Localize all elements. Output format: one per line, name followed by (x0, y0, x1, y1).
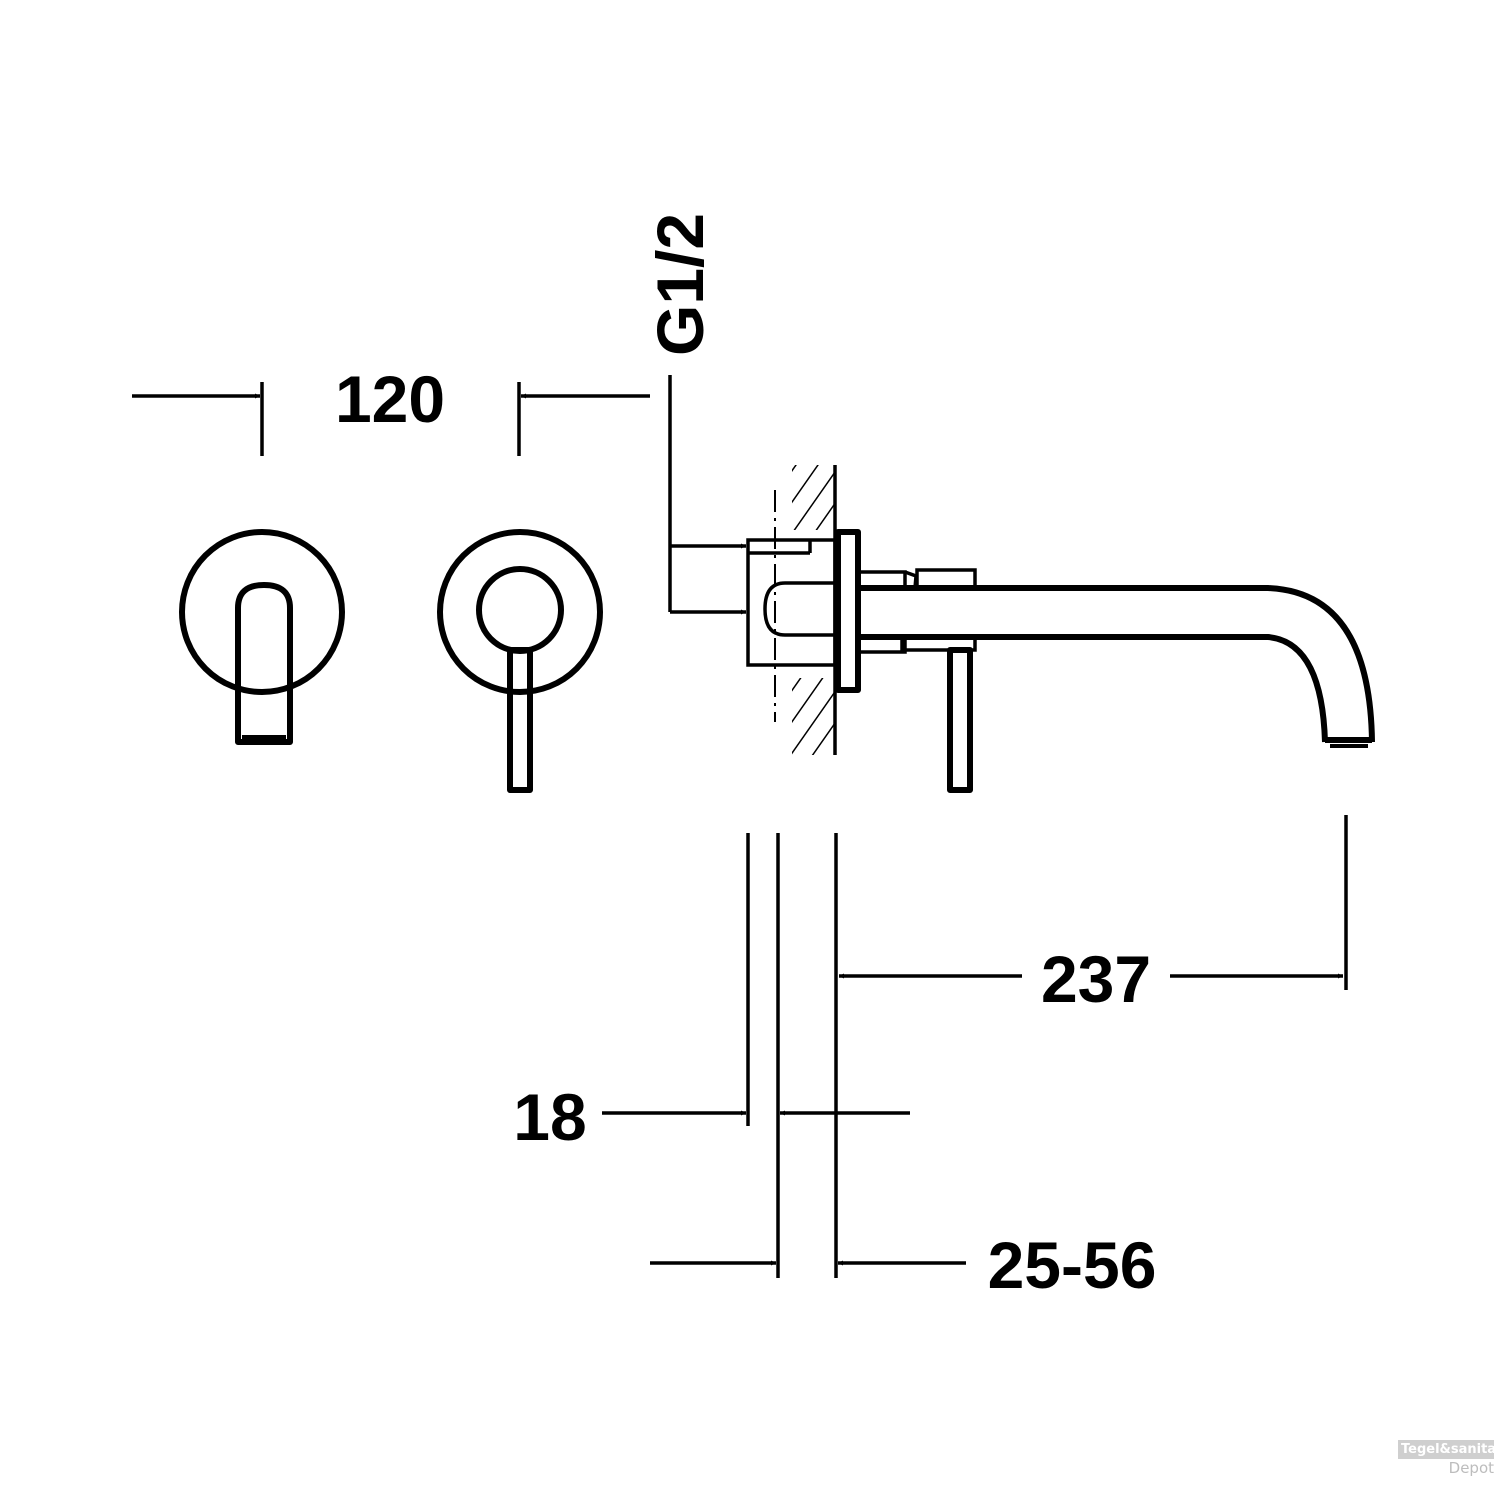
dimension-18-label: 18 (513, 1080, 586, 1154)
watermark-logo: Tegel&sanitair Depot (1398, 1440, 1500, 1496)
thread-size-label: G1/2 (643, 213, 717, 356)
extension-lines (746, 815, 1348, 1278)
watermark-line1: Tegel&sanitair (1398, 1440, 1500, 1459)
dimension-237-label: 237 (1041, 942, 1151, 1016)
watermark-line2: Depot (1448, 1459, 1494, 1477)
side-view-faucet (746, 465, 1375, 793)
front-view-mixer (437, 529, 603, 793)
dimension-120 (132, 382, 650, 456)
dimension-120-label: 120 (335, 362, 445, 436)
front-view-spout (179, 529, 345, 745)
dimension-25-56-label: 25-56 (988, 1228, 1157, 1302)
thread-leader (668, 375, 746, 615)
